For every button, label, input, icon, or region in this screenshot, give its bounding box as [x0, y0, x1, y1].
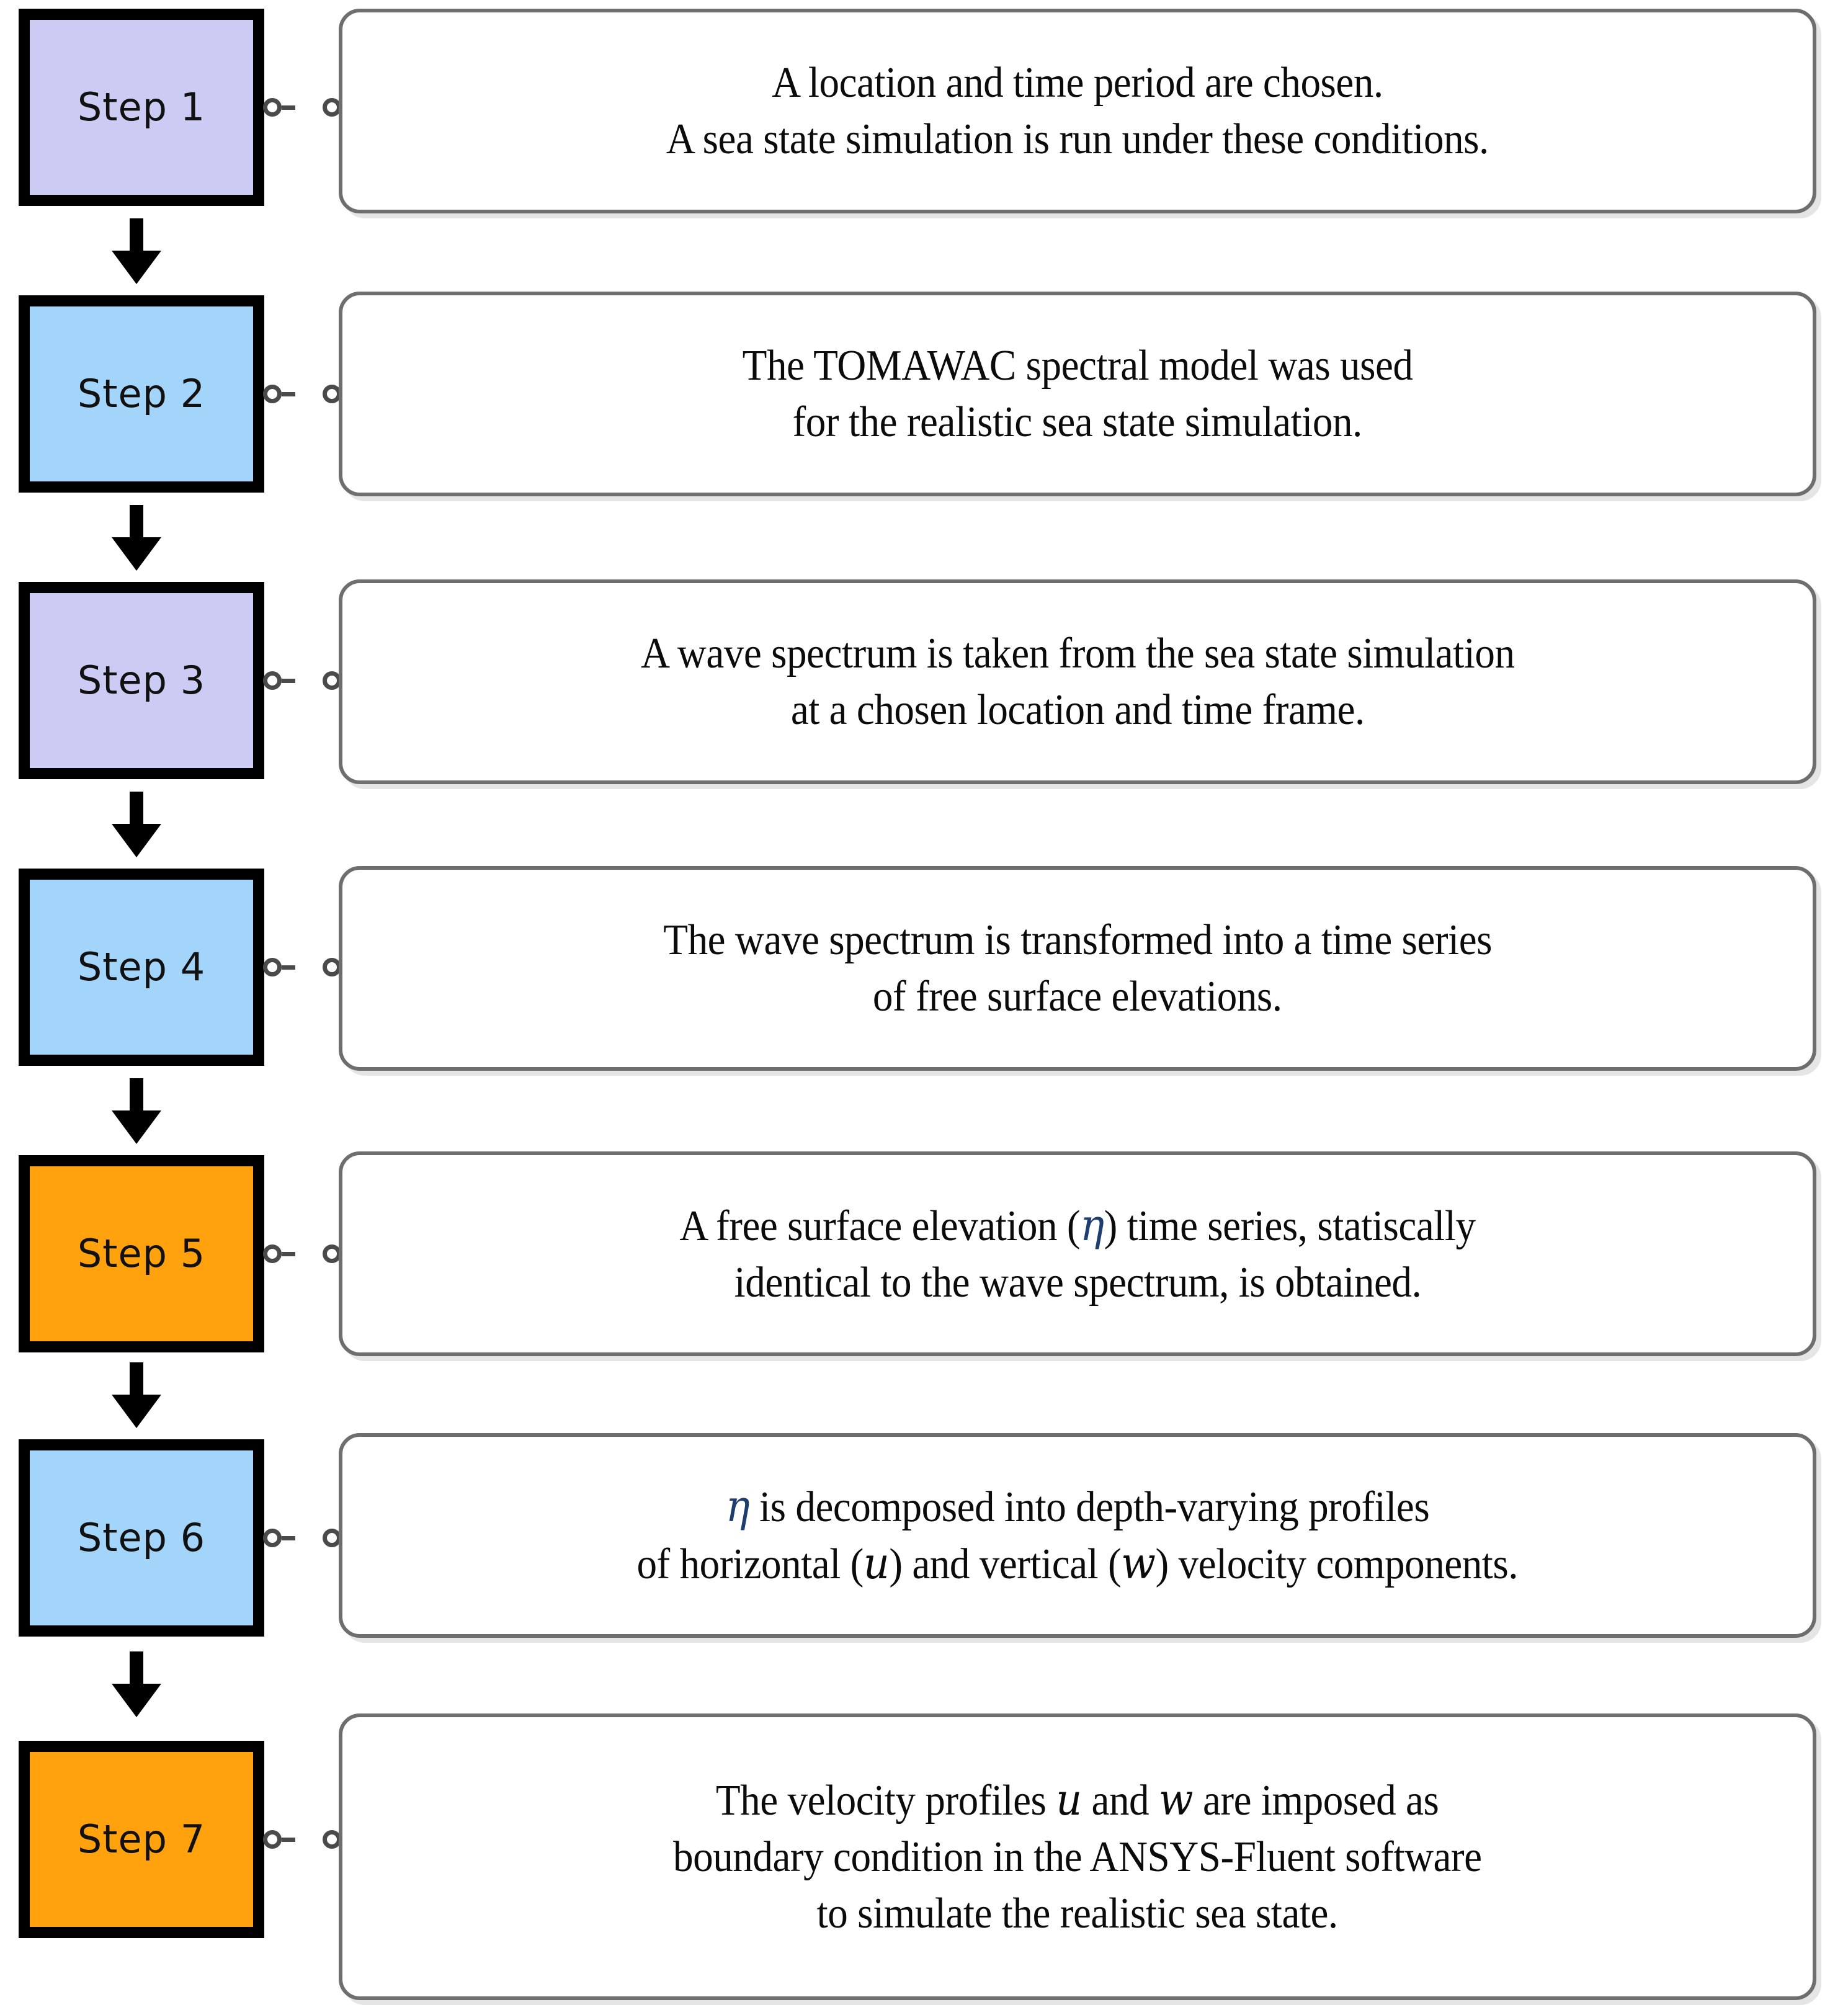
- description-line: to simulate the realistic sea state.: [816, 1890, 1339, 1937]
- step-label-4: Step 4: [77, 944, 206, 990]
- connector-dot-left: [263, 958, 282, 976]
- u-symbol: u: [864, 1538, 890, 1589]
- description-panel-2: The TOMAWAC spectral model was used for t…: [339, 292, 1816, 496]
- arrow-head: [112, 1110, 161, 1144]
- connector-line: [282, 1251, 295, 1256]
- arrow-head: [112, 1684, 161, 1717]
- step-label-7: Step 7: [77, 1816, 206, 1862]
- description-line: of free surface elevations.: [873, 973, 1282, 1021]
- eta-symbol: η: [1080, 1199, 1104, 1251]
- description-line: A wave spectrum is taken from the sea st…: [640, 630, 1515, 677]
- connector-6: [263, 1524, 341, 1552]
- description-panel-4: The wave spectrum is transformed into a …: [339, 866, 1816, 1071]
- connector-dot-left: [263, 1830, 282, 1849]
- connector-1: [263, 94, 341, 121]
- arrow-down-icon-6: [0, 1651, 273, 1717]
- description-panel-3: A wave spectrum is taken from the sea st…: [339, 579, 1816, 784]
- connector-dot-left: [263, 385, 282, 403]
- description-line: of horizontal (u) and vertical (w) veloc…: [636, 1538, 1519, 1589]
- step-box-6[interactable]: Step 6: [19, 1439, 264, 1637]
- connector-line: [282, 391, 295, 396]
- description-line: for the realistic sea state simulation.: [792, 398, 1363, 446]
- step-label-5: Step 5: [77, 1231, 206, 1276]
- arrow-stem: [130, 218, 143, 251]
- description-panel-7: The velocity profiles u and w are impose…: [339, 1713, 1816, 2000]
- connector-line: [282, 965, 295, 970]
- step-label-3: Step 3: [77, 658, 206, 703]
- description-line: boundary condition in the ANSYS-Fluent s…: [673, 1833, 1482, 1881]
- connector-7: [263, 1826, 341, 1853]
- connector-4: [263, 954, 341, 981]
- connector-dot-left: [263, 1244, 282, 1263]
- arrow-down-icon-4: [0, 1078, 273, 1144]
- u-symbol: u: [1056, 1774, 1082, 1825]
- arrow-head: [112, 1395, 161, 1428]
- connector-dot-left: [263, 1529, 282, 1547]
- step-label-6: Step 6: [77, 1515, 206, 1560]
- eta-symbol: η: [725, 1481, 750, 1532]
- connector-3: [263, 667, 341, 694]
- connector-dot-left: [263, 671, 282, 690]
- connector-line: [282, 678, 295, 683]
- description-line: The velocity profiles u and w are impose…: [716, 1774, 1439, 1825]
- connector-line: [282, 1535, 295, 1540]
- description-line: A location and time period are chosen.: [772, 59, 1383, 107]
- connector-line: [282, 105, 295, 110]
- step-box-1[interactable]: Step 1: [19, 9, 264, 206]
- arrow-down-icon-2: [0, 505, 273, 571]
- arrow-stem: [130, 792, 143, 824]
- description-line: A free surface elevation (η) time series…: [679, 1199, 1476, 1251]
- description-panel-6: η is decomposed into depth-varying profi…: [339, 1433, 1816, 1638]
- arrow-stem: [130, 1078, 143, 1110]
- w-symbol: w: [1159, 1774, 1194, 1825]
- description-panel-5: A free surface elevation (η) time series…: [339, 1151, 1816, 1356]
- step-box-3[interactable]: Step 3: [19, 582, 264, 779]
- connector-dot-left: [263, 98, 282, 117]
- arrow-stem: [130, 1362, 143, 1395]
- connector-2: [263, 380, 341, 408]
- arrow-head: [112, 537, 161, 571]
- description-panel-1: A location and time period are chosen. A …: [339, 9, 1816, 213]
- description-line: η is decomposed into depth-varying profi…: [725, 1481, 1430, 1532]
- w-symbol: w: [1121, 1538, 1156, 1589]
- description-line: The TOMAWAC spectral model was used: [742, 342, 1413, 390]
- description-line: The wave spectrum is transformed into a …: [663, 916, 1492, 964]
- description-line: at a chosen location and time frame.: [790, 686, 1365, 734]
- arrow-down-icon-1: [0, 218, 273, 284]
- arrow-down-icon-5: [0, 1362, 273, 1428]
- arrow-head: [112, 251, 161, 284]
- connector-line: [282, 1837, 295, 1842]
- arrow-head: [112, 824, 161, 857]
- step-box-2[interactable]: Step 2: [19, 295, 264, 493]
- description-line: identical to the wave spectrum, is obtai…: [734, 1258, 1421, 1307]
- arrow-stem: [130, 505, 143, 537]
- description-line: A sea state simulation is run under thes…: [666, 115, 1489, 163]
- step-box-5[interactable]: Step 5: [19, 1155, 264, 1352]
- step-label-2: Step 2: [77, 371, 206, 416]
- step-label-1: Step 1: [77, 84, 206, 130]
- step-box-4[interactable]: Step 4: [19, 869, 264, 1066]
- step-box-7[interactable]: Step 7: [19, 1741, 264, 1938]
- connector-5: [263, 1240, 341, 1267]
- arrow-down-icon-3: [0, 792, 273, 857]
- arrow-stem: [130, 1651, 143, 1684]
